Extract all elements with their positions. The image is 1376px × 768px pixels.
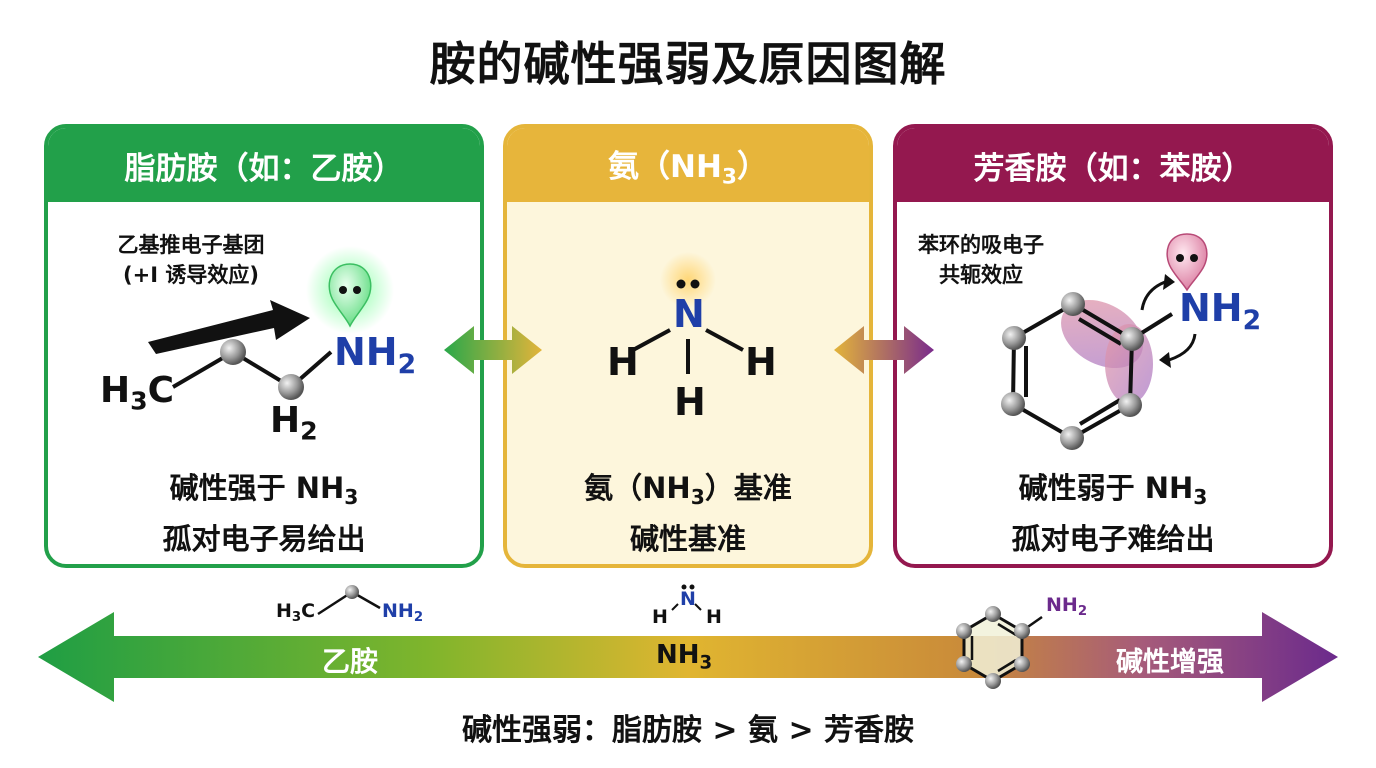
scale-ethylamine-h3c: H3C	[276, 600, 316, 625]
aromatic-panel-body: 苯环的吸电子 共轭效应	[897, 202, 1329, 564]
ammonia-panel-body: N H H H 氨（NH3）基准 碱性基准	[507, 202, 869, 564]
scale-mid-label: NH3	[656, 640, 713, 674]
aliphatic-header-text: 脂肪胺（如：乙胺）	[124, 150, 404, 187]
carbon-atom-icon	[985, 606, 1001, 622]
aromatic-conclusion-line2: 孤对电子难给出	[1011, 522, 1215, 557]
carbon-atom-icon	[1120, 327, 1144, 351]
page-title: 胺的碱性强弱及原因图解	[429, 37, 947, 91]
aromatic-amine-panel: 芳香胺（如：苯胺） 苯环的吸电子 共轭效应	[893, 124, 1333, 568]
aliphatic-amine-panel: 脂肪胺（如：乙胺） 乙基推电子基团 (+I 诱导效应)	[44, 124, 484, 568]
ammonia-structure	[632, 252, 744, 374]
ammonia-panel: 氨（NH3） N H H H 氨（NH3）基准 碱性基准	[503, 124, 873, 568]
scale-right-label: 碱性增强	[1116, 647, 1224, 678]
lone-pair-icon	[328, 263, 372, 328]
hydrogen-atom-right: H	[745, 340, 777, 384]
carbon-atom-icon	[985, 673, 1001, 689]
ammonia-conclusion: 氨（NH3）基准 碱性基准	[507, 467, 869, 560]
aliphatic-panel-body: 乙基推电子基团 (+I 诱导效应)	[48, 202, 480, 564]
scale-ammonia-h-right: H	[706, 606, 722, 628]
ammonia-header-text: 氨（NH3）	[608, 148, 768, 190]
aromatic-panel-header: 芳香胺（如：苯胺）	[897, 128, 1329, 202]
scale-aniline-nh2: NH2	[1046, 594, 1088, 619]
carbon-atom-icon	[220, 339, 246, 365]
h3c-group: H3C	[100, 370, 175, 416]
aromatic-conclusion-line1: 碱性弱于 NH3	[1018, 471, 1208, 510]
conjugation-effect-note: 苯环的吸电子 共轭效应	[897, 230, 1071, 290]
note-line-1: 苯环的吸电子	[918, 233, 1044, 257]
nitrogen-atom: N	[673, 292, 705, 336]
carbon-atom-icon	[1014, 623, 1030, 639]
push-electron-arrow-icon	[148, 300, 310, 354]
lone-pair-dot-icon	[676, 279, 686, 289]
aliphatic-conclusion: 碱性强于 NH3 孤对电子易给出	[48, 467, 480, 560]
carbon-atom-icon	[1060, 426, 1084, 450]
ammonia-conclusion-line1: 氨（NH3）基准	[584, 471, 792, 510]
arrow-head-icon	[1159, 352, 1171, 368]
amine-nh2-group: NH2	[1179, 286, 1262, 336]
carbon-atom-icon	[1061, 292, 1085, 316]
ethylamine-structure	[148, 246, 394, 400]
scale-arrow-icon	[38, 612, 1338, 702]
aliphatic-conclusion-line2: 孤对电子易给出	[162, 522, 366, 557]
scale-left-label: 乙胺	[322, 645, 379, 678]
arrow-head-icon	[1163, 274, 1175, 290]
carbon-atom-icon	[1002, 326, 1026, 350]
ch2-group: H2	[270, 400, 318, 446]
ammonia-panel-header: 氨（NH3）	[507, 128, 869, 202]
scale-ammonia-h-left: H	[652, 606, 668, 628]
lone-pair-dot-icon	[690, 279, 700, 289]
aromatic-conclusion: 碱性弱于 NH3 孤对电子难给出	[897, 467, 1329, 560]
aliphatic-conclusion-line1: 碱性强于 NH3	[169, 471, 359, 510]
note-line-2: (+I 诱导效应)	[123, 263, 259, 287]
carbon-atom-icon	[345, 585, 359, 599]
scale-ammonia-n: N	[680, 588, 696, 610]
carbon-atom-icon	[1118, 393, 1142, 417]
hydrogen-atom-bottom: H	[674, 380, 706, 424]
carbon-atom-icon	[1001, 392, 1025, 416]
hydrogen-atom-left: H	[607, 340, 639, 384]
aromatic-header-text: 芳香胺（如：苯胺）	[973, 150, 1253, 187]
note-line-1: 乙基推电子基团	[117, 233, 265, 257]
inductive-effect-note: 乙基推电子基团 (+I 诱导效应)	[76, 230, 306, 290]
lone-pair-glow-icon	[660, 252, 716, 308]
carbon-atom-icon	[956, 656, 972, 672]
basicity-summary: 碱性强弱：脂肪胺 > 氨 > 芳香胺	[461, 713, 915, 748]
amine-nh2-group: NH2	[334, 330, 417, 380]
carbon-atom-icon	[956, 623, 972, 639]
lone-pair-icon	[1166, 233, 1208, 292]
aniline-structure	[1001, 233, 1208, 450]
ammonia-conclusion-line2: 碱性基准	[629, 522, 746, 557]
carbon-atom-icon	[278, 374, 304, 400]
scale-ethylamine-nh2: NH2	[382, 600, 424, 625]
carbon-atom-icon	[1014, 656, 1030, 672]
aliphatic-panel-header: 脂肪胺（如：乙胺）	[48, 128, 480, 202]
note-line-2: 共轭效应	[939, 263, 1023, 287]
